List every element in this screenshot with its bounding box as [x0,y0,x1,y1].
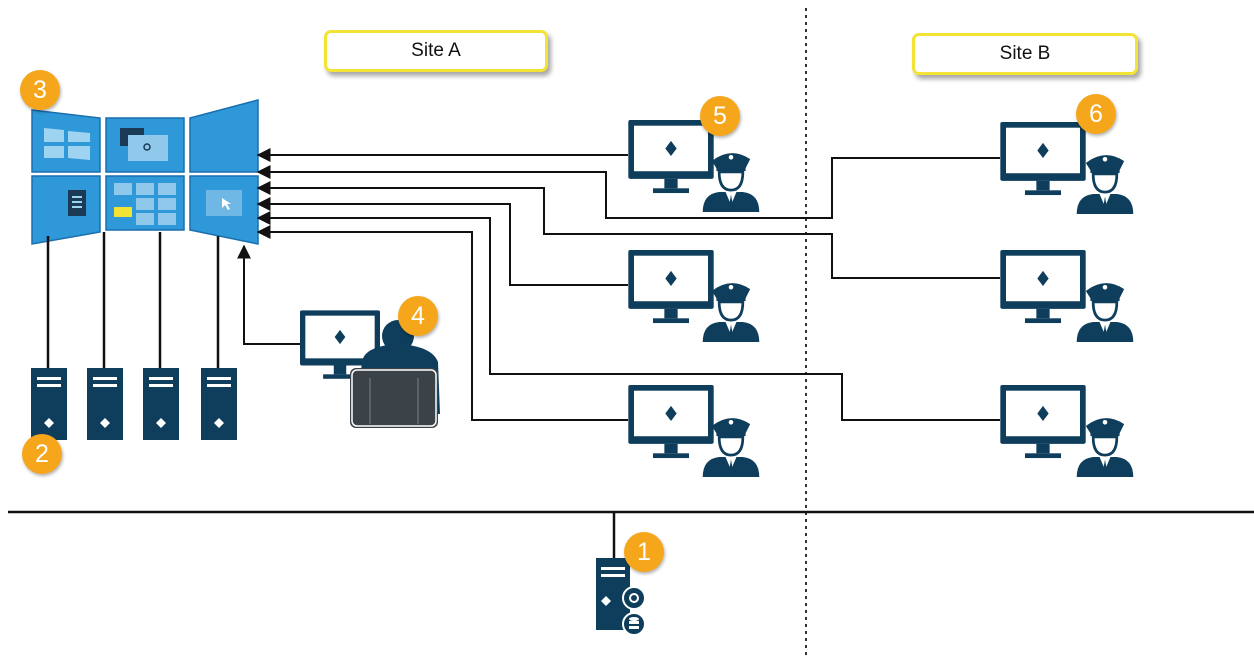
video-wall-cables [46,232,220,368]
management-server-icon [596,558,646,636]
operator-connections [237,148,1000,421]
monitor-icon [1000,250,1086,324]
video-wall-icon [31,99,259,245]
operator-workstation-icon [300,310,440,428]
badge-6: 6 [1076,94,1116,134]
recording-server-icon [31,368,237,440]
monitor-icon [1000,385,1086,459]
badge-1: 1 [624,532,664,572]
monitor-icon [628,120,714,194]
badge-2: 2 [22,434,62,474]
site-b-label: Site B [912,33,1138,75]
monitor-icon [1000,122,1086,196]
site-b-operator-workstations [1000,122,1135,477]
badge-4: 4 [398,296,438,336]
monitor-icon [628,250,714,324]
monitor-icon [628,385,714,459]
site-a-operator-workstations [628,120,761,477]
badge-5: 5 [700,96,740,136]
site-a-label: Site A [324,30,548,72]
badge-3: 3 [20,70,60,110]
